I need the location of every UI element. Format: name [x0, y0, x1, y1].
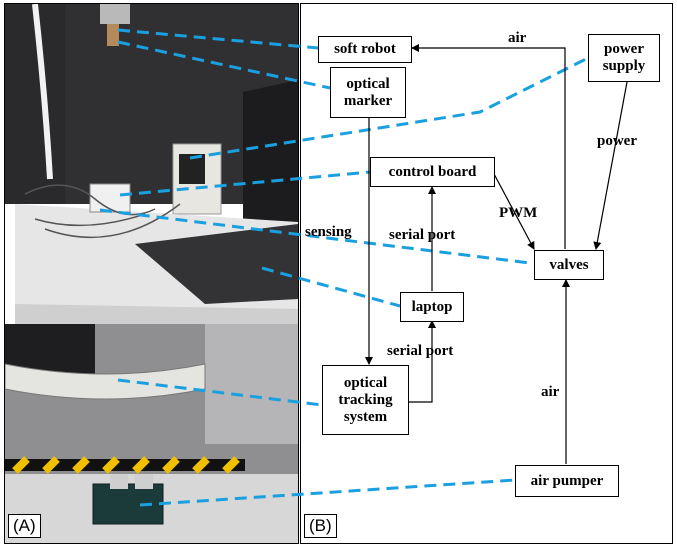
node-power-supply: power supply	[588, 34, 660, 82]
photo-pumper-part	[110, 474, 128, 489]
node-optical-tracking-system: optical tracking system	[322, 365, 409, 435]
edge-label-power: power	[597, 133, 637, 149]
photo-laptop-keyboard	[135, 224, 298, 304]
node-soft-robot: soft robot	[318, 36, 412, 63]
callout-laptop	[261, 266, 401, 308]
callout-control-board	[119, 170, 371, 197]
photo-control-board	[89, 183, 131, 213]
photo-laptop-screen	[243, 80, 298, 236]
node-optical-marker: optical marker	[330, 67, 406, 118]
photo-tracking-bar	[5, 363, 206, 400]
arrow-valves-to-robot-air	[411, 44, 566, 249]
panel-a-label: (A)	[8, 514, 41, 538]
setup-photo	[5, 4, 298, 543]
callout-lines	[99, 28, 589, 507]
callout-soft-robot-2	[117, 40, 331, 90]
photo-pumper-part2	[135, 474, 153, 489]
callout-tracking	[117, 378, 323, 407]
panel-b-label: (B)	[304, 514, 337, 538]
node-valves: valves	[534, 250, 604, 280]
callout-air-pumper	[139, 478, 516, 507]
photo-gray-frame	[205, 324, 298, 444]
panel-a-frame	[4, 3, 299, 544]
callout-power-supply	[189, 56, 589, 160]
arrow-tracking-to-laptop	[409, 320, 436, 403]
panel-b-frame	[300, 3, 673, 544]
edge-label-pwm: PWM	[499, 205, 538, 221]
node-control-board: control board	[370, 157, 495, 187]
edge-label-serial-port-upper: serial port	[389, 227, 456, 243]
photo-robot-mount	[100, 4, 130, 24]
photo-soft-robot	[107, 24, 119, 46]
photo-table-shadow	[15, 304, 298, 324]
node-laptop: laptop	[400, 292, 464, 322]
edge-label-air-top: air	[508, 30, 527, 46]
arrows	[365, 44, 628, 464]
edge-label-air-bottom: air	[541, 384, 560, 400]
arrow-power-to-valves	[593, 81, 628, 250]
edge-label-serial-port-lower: serial port	[387, 343, 454, 359]
callout-soft-robot-1	[117, 28, 319, 50]
photo-hazard-strip	[5, 456, 245, 474]
callout-valves	[99, 208, 531, 265]
photo-wires	[24, 184, 181, 239]
arrow-board-to-valves-pwm	[492, 171, 535, 250]
edge-label-sensing: sensing	[305, 224, 352, 240]
node-air-pumper: air pumper	[515, 465, 619, 497]
photo-cable	[32, 4, 53, 180]
